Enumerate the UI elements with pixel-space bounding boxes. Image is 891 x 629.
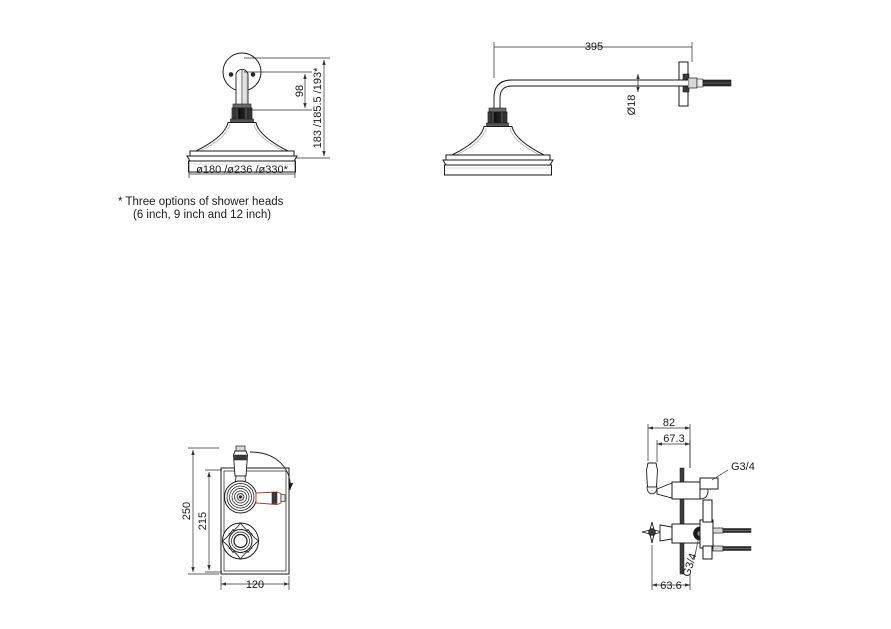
dimension-120-label: 120 (246, 579, 264, 591)
shower-head-wall (442, 126, 554, 176)
wall-inlet-nipple (687, 77, 732, 89)
dimension-395: 395 (493, 41, 693, 78)
footnote-block: * Three options of shower heads (6 inch,… (118, 196, 284, 221)
dimension-120: 120 (220, 576, 290, 591)
cross-handle-side (641, 521, 673, 544)
view-wall-arm-shower: 395 Ø18 (442, 41, 732, 176)
valve-side-outlets (712, 527, 752, 552)
view-valve-front: 250 215 120 (181, 445, 294, 591)
dimension-82-label: 82 (663, 417, 675, 429)
valve-side-backplate (679, 467, 685, 575)
dimension-215: 215 (197, 469, 222, 573)
dimension-250-label: 250 (181, 502, 193, 520)
view-ceiling-shower: 98 183 /185.5 /193* ø180 /ø236 /ø330* (186, 52, 330, 178)
dimension-d18-label: Ø18 (626, 95, 638, 116)
callout-g34-top-label: G3/4 (731, 461, 755, 473)
rotation-arc-arrow (249, 451, 294, 491)
callout-g34-top: G3/4 (711, 461, 755, 481)
dimension-head-diameter-label: ø180 /ø236 /ø330* (196, 164, 288, 176)
valve-body-lower (671, 499, 714, 560)
dimension-395-label: 395 (585, 41, 603, 53)
dimension-98-label: 98 (294, 85, 306, 97)
arm-head-connector (486, 107, 509, 127)
dimension-head-diameter: ø180 /ø236 /ø330* (188, 161, 296, 178)
dimension-overall-drop: 183 /185.5 /193* (244, 57, 330, 159)
lever-handle-side (646, 462, 673, 499)
lever-handle-vertical (233, 445, 248, 487)
dimension-215-label: 215 (197, 512, 209, 530)
dimension-636: 63.6 (651, 545, 691, 592)
flow-cross-handle (221, 522, 260, 560)
dimension-673: 67.3 (656, 433, 691, 468)
dimension-82: 82 (647, 417, 691, 468)
dimension-636-label: 63.6 (660, 580, 681, 592)
shower-arm (493, 79, 688, 112)
dimension-250: 250 (181, 447, 219, 575)
thermostat-dial (224, 480, 257, 514)
footnote-line-2: (6 inch, 9 inch and 12 inch) (133, 209, 271, 221)
dimension-overall-drop-label: 183 /185.5 /193* (312, 67, 324, 148)
valve-body-upper (671, 477, 719, 500)
lever-handle-horizontal (255, 491, 286, 505)
dimension-673-label: 67.3 (663, 433, 684, 445)
dimension-d18: Ø18 (626, 74, 640, 116)
stem-connector (230, 103, 254, 123)
view-valve-side: G3/4 G3/4 82 67.3 (641, 417, 755, 592)
shower-head-12inch (186, 122, 298, 173)
dimension-98: 98 (244, 71, 312, 111)
footnote-line-1: * Three options of shower heads (118, 196, 284, 208)
